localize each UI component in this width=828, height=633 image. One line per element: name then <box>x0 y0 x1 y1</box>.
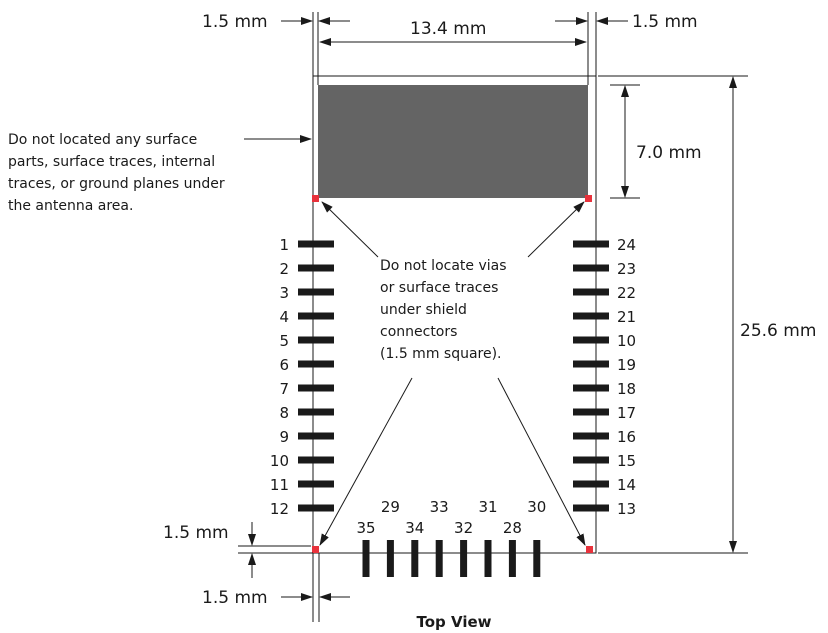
pin-label-left: 7 <box>279 380 289 398</box>
pin-pad-right <box>573 288 609 296</box>
pin-pad-bottom <box>460 540 468 577</box>
shield-pad-top-right <box>585 195 592 202</box>
pin-pad-left <box>298 480 334 488</box>
note-shield-line-3: under shield <box>380 302 467 318</box>
shield-pad-bottom-left <box>312 546 319 553</box>
pin-pad-left <box>298 384 334 392</box>
pin-label-left: 8 <box>279 404 289 422</box>
pin-label-right: 24 <box>617 236 636 254</box>
pin-pad-bottom <box>508 540 516 577</box>
pin-label-right: 18 <box>617 380 636 398</box>
pin-label-left: 4 <box>279 308 289 326</box>
pin-pad-bottom <box>362 540 370 577</box>
pin-pad-left <box>298 240 334 248</box>
leader-shield-bottom-left <box>319 377 413 546</box>
pin-pad-left <box>298 288 334 296</box>
pin-label-bottom: 34 <box>405 519 424 537</box>
pin-pad-right <box>573 504 609 512</box>
pin-label-left: 10 <box>270 452 289 470</box>
pin-pad-right <box>573 240 609 248</box>
pin-pad-left <box>298 432 334 440</box>
pin-label-bottom: 30 <box>527 498 546 516</box>
pin-label-bottom: 32 <box>454 519 473 537</box>
note-antenna-line-1: Do not located any surface <box>8 132 197 148</box>
pin-pad-left <box>298 336 334 344</box>
pin-label-left: 12 <box>270 500 289 518</box>
leader-shield-top-left <box>321 201 379 258</box>
pin-pad-right <box>573 456 609 464</box>
dim-top-left-margin: 1.5 mm <box>202 12 268 32</box>
note-shield-line-5: (1.5 mm square). <box>380 346 502 362</box>
pin-pad-left <box>298 312 334 320</box>
pin-label-left: 9 <box>279 428 289 446</box>
pin-label-bottom: 31 <box>478 498 497 516</box>
dim-top-width: 13.4 mm <box>410 19 486 39</box>
view-label: Top View <box>416 613 491 631</box>
pin-label-left: 2 <box>279 260 289 278</box>
pin-pad-bottom <box>484 540 492 577</box>
pin-pad-bottom <box>411 540 419 577</box>
pin-label-left: 1 <box>279 236 289 254</box>
antenna-area <box>318 85 588 198</box>
dim-bottom-horizontal-margin: 1.5 mm <box>202 588 268 608</box>
note-shield-line-4: connectors <box>380 324 457 340</box>
pin-label-left: 6 <box>279 356 289 374</box>
pin-label-right: 19 <box>617 356 636 374</box>
pin-label-right: 23 <box>617 260 636 278</box>
pin-pad-left <box>298 456 334 464</box>
note-shield-line-1: Do not locate vias <box>380 258 507 274</box>
pin-pad-right <box>573 336 609 344</box>
pin-label-right: 22 <box>617 284 636 302</box>
pin-label-bottom: 29 <box>381 498 400 516</box>
pin-pad-left <box>298 360 334 368</box>
pin-label-right: 14 <box>617 476 636 494</box>
shield-pad-top-left <box>312 195 319 202</box>
pin-pad-bottom <box>435 540 443 577</box>
pin-pad-right <box>573 384 609 392</box>
dim-total-height: 25.6 mm <box>740 321 816 341</box>
pin-label-right: 10 <box>617 332 636 350</box>
pin-pad-right <box>573 360 609 368</box>
pin-pad-right <box>573 312 609 320</box>
note-antenna-line-3: traces, or ground planes under <box>8 176 225 192</box>
pin-label-bottom: 33 <box>430 498 449 516</box>
right-pin-column: 24 23 22 21 10 19 18 17 16 15 14 13 <box>573 236 636 518</box>
pin-pad-right <box>573 432 609 440</box>
pin-pad-right <box>573 480 609 488</box>
dim-antenna-height: 7.0 mm <box>636 143 702 163</box>
note-antenna-line-2: parts, surface traces, internal <box>8 154 215 170</box>
note-antenna-line-4: the antenna area. <box>8 198 133 214</box>
leader-shield-bottom-right <box>497 377 586 546</box>
pin-label-bottom: 35 <box>356 519 375 537</box>
dim-top-right-margin: 1.5 mm <box>632 12 698 32</box>
pin-pad-left <box>298 264 334 272</box>
bottom-pin-row: 35 34 32 28 29 33 31 30 <box>356 498 546 577</box>
pin-label-right: 15 <box>617 452 636 470</box>
pin-label-left: 11 <box>270 476 289 494</box>
pin-label-bottom: 28 <box>503 519 522 537</box>
pin-pad-left <box>298 504 334 512</box>
pin-pad-left <box>298 408 334 416</box>
pin-pad-right <box>573 264 609 272</box>
pin-pad-bottom <box>533 540 541 577</box>
note-shield-line-2: or surface traces <box>380 280 498 296</box>
shield-pad-bottom-right <box>586 546 593 553</box>
pin-pad-right <box>573 408 609 416</box>
pin-label-right: 13 <box>617 500 636 518</box>
pin-pad-bottom <box>386 540 394 577</box>
pin-label-left: 5 <box>279 332 289 350</box>
pin-label-right: 17 <box>617 404 636 422</box>
leader-shield-top-right <box>527 201 585 258</box>
pin-label-left: 3 <box>279 284 289 302</box>
pin-label-right: 21 <box>617 308 636 326</box>
pin-label-right: 16 <box>617 428 636 446</box>
dim-bottom-vertical-margin: 1.5 mm <box>163 523 229 543</box>
